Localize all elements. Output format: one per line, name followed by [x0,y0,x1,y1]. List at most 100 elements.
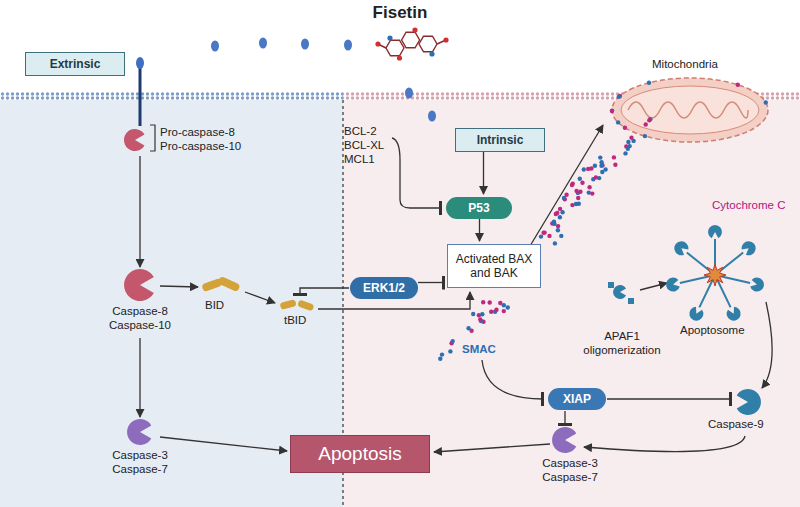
ring [402,32,420,48]
protein-dot [610,109,614,113]
protein-pill: XIAP [548,388,606,410]
protein-dot [558,215,562,219]
particle [344,40,352,51]
arrow [160,437,287,451]
ring [419,36,437,52]
protein-dot [471,312,475,316]
protein-dot [623,151,627,155]
node-text: XIAP [563,392,591,406]
protein-pill: P53 [446,197,512,219]
caspase-8-icon [124,269,154,301]
caspase-3-icon [127,419,151,445]
pro-caspase-icon [124,129,145,151]
molecule-label: Cytochrome C [712,199,786,213]
protein-dot [594,175,598,179]
inhibition-line [392,138,441,208]
protein-label: Caspase-3 Caspase-7 [98,449,182,477]
apaf1-monomer [727,307,741,321]
protein-dot [610,108,614,112]
pathway-box: Intrinsic [455,128,545,152]
protein-dot [589,166,593,170]
protein-dot [578,177,582,181]
process-label: APAF1 oligomerization [576,330,668,358]
protein-dot [556,228,560,232]
ligand [136,57,144,69]
protein-dot [626,140,630,144]
particle [428,111,436,122]
tbid-icon [297,299,314,311]
protein-dot [617,95,621,99]
protein-dot [440,352,444,356]
protein-dot [647,81,651,85]
protein-dot [648,117,652,121]
protein-dot [494,308,498,312]
protein-dot [478,317,482,321]
apaf1-monomer [666,278,680,292]
pathway-box: Extrinsic [25,52,125,76]
protein-dot [578,190,582,194]
protein-dot [590,191,594,195]
protein-label: Caspase-9 [708,418,764,432]
death-receptor [139,68,142,126]
cell-membrane [0,88,343,100]
particle [301,39,309,50]
protein-dot [488,300,492,304]
inner-membrane [621,86,759,134]
protein-dot [438,357,442,361]
arrow-connector [479,219,480,241]
particle [211,41,219,52]
protein-dot [574,189,578,193]
apaf1-domain [628,298,634,304]
inhibition-line [482,360,543,399]
protein-dot [612,155,616,159]
node-text: Intrinsic [477,133,524,147]
arrow-connector [483,152,484,194]
protein-label: Caspase-8 Caspase-10 [98,305,182,333]
protein-dot [558,207,562,211]
protein-dot [539,234,543,238]
atom [397,55,402,60]
node-text: Activated BAX and BAK [453,252,535,280]
protein-dot [502,309,506,313]
protein-dot [466,326,470,330]
protein-dot [480,312,484,316]
protein-dot [574,202,578,206]
apaf1-monomer [750,278,764,292]
node-text: Apoptosis [318,443,401,465]
protein-dot [613,163,617,167]
diagram-title: Fisetin [0,3,800,23]
arrow [434,444,550,452]
atom [443,37,448,42]
protein-dot [506,305,510,309]
protein-dot [616,120,620,124]
inhibition-line [607,398,731,399]
protein-dot [570,183,574,187]
protein-dot [448,349,452,353]
protein-dot [644,122,648,126]
protein-dot [547,234,551,238]
atom [387,35,392,40]
tbid-icon [279,299,296,310]
bracket [150,125,155,151]
arrow [139,156,140,267]
outer-membrane [612,78,768,142]
protein-dot [582,167,586,171]
protein-dot [764,100,768,104]
protein-dot [451,339,455,343]
atom [412,27,417,32]
mitochondrion [612,78,768,142]
protein-dot [552,222,556,226]
complex-label: Apoptosome [680,324,745,338]
arrow [762,302,772,388]
apaf1-monomer [674,241,688,255]
apaf1-monomer [689,307,703,321]
cristae [628,102,748,118]
protein-dot [587,185,591,189]
protein-label: Caspase-3 Caspase-7 [528,457,612,485]
arrow [139,338,140,417]
protein-pill: ERK1/2 [350,277,418,299]
released-proteins [438,81,768,361]
inhibition-line [564,411,565,425]
outcome-box: Apoptosis [290,435,430,473]
